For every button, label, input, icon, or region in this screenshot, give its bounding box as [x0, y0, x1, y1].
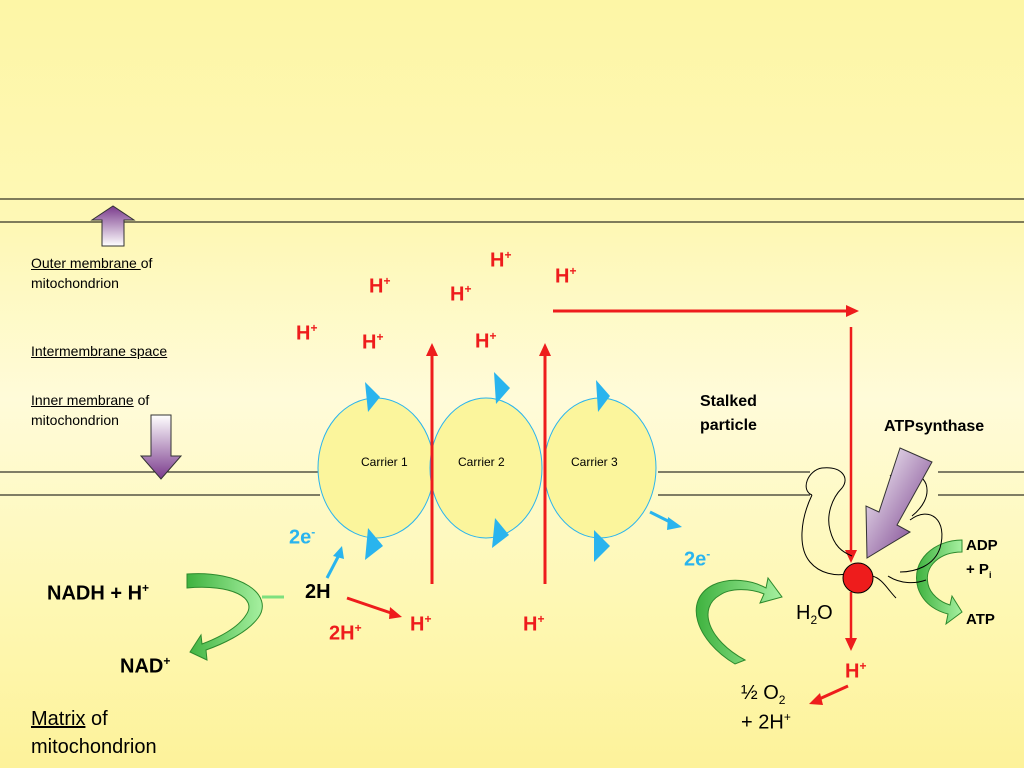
- proton-pump-arrow-1: [426, 343, 438, 584]
- oxygen-reduction-arrow: [695, 576, 783, 665]
- atp-synthase-arrow: [865, 447, 933, 559]
- proton-pump-arrow-2: [539, 343, 551, 584]
- two-hydrogen-label: 2H: [305, 581, 331, 603]
- stalked-particle-label-line2: particle: [700, 417, 757, 434]
- carrier-1-label: Carrier 1: [361, 455, 408, 469]
- proton-label: H+: [362, 330, 384, 354]
- matrix-label-line2: mitochondrion: [31, 736, 157, 758]
- electron-arrow-in: [325, 546, 344, 579]
- synthase-proton-label: H+: [845, 659, 867, 683]
- outer-membrane-label: Outer membrane of: [31, 255, 153, 271]
- outer-membrane-arrow: [90, 205, 136, 247]
- nadh-oxidation-arrow: [186, 573, 284, 661]
- matrix-label: Matrix of: [31, 708, 108, 730]
- nadh-label: NADH + H+: [47, 581, 150, 605]
- atp-synthase-label: ATPsynthase: [884, 418, 985, 435]
- inner-membrane-arrow: [139, 414, 183, 480]
- electron-label-out: 2e-: [684, 547, 711, 571]
- electron-label-in: 2e-: [289, 525, 316, 549]
- proton-to-water-arrow: [809, 684, 849, 705]
- adp-label: ADP: [966, 537, 998, 554]
- oxygen-label-line2: + 2H+: [741, 710, 791, 734]
- phosphate-label: + Pi: [966, 561, 992, 580]
- inner-membrane-label-line2: mitochondrion: [31, 412, 119, 428]
- atp-synthesis-arrow: [916, 539, 963, 626]
- two-proton-label: 2H+: [329, 621, 362, 645]
- carrier-2-label: Carrier 2: [458, 455, 505, 469]
- proton-label: H+: [296, 321, 318, 345]
- atp-label: ATP: [966, 611, 995, 628]
- water-label: H2O: [796, 602, 833, 627]
- oxygen-label: ½ O2: [741, 682, 786, 707]
- matrix-proton-label: H+: [523, 612, 545, 636]
- proton-label: H+: [555, 264, 577, 288]
- outer-membrane-lines: [0, 198, 1024, 223]
- stalked-particle-label: Stalked: [700, 393, 757, 410]
- proton-label: H+: [369, 274, 391, 298]
- nad-label: NAD+: [120, 654, 171, 678]
- electron-arrow-out: [649, 510, 682, 530]
- inner-membrane-label: Inner membrane of: [31, 392, 150, 408]
- proton-label: H+: [450, 282, 472, 306]
- carrier-2-shape: [429, 397, 543, 539]
- outer-membrane-label-line2: mitochondrion: [31, 275, 119, 291]
- intermembrane-space-label: Intermembrane space: [31, 343, 168, 359]
- electron-flow-markers: [365, 372, 610, 562]
- proton-label: H+: [490, 248, 512, 272]
- proton-label: H+: [475, 329, 497, 353]
- carrier-3-label: Carrier 3: [571, 455, 618, 469]
- stalked-particle: [801, 467, 943, 599]
- proton-return-arrow: [553, 305, 859, 651]
- matrix-proton-label: H+: [410, 612, 432, 636]
- hydrogen-split-arrow: [346, 596, 402, 619]
